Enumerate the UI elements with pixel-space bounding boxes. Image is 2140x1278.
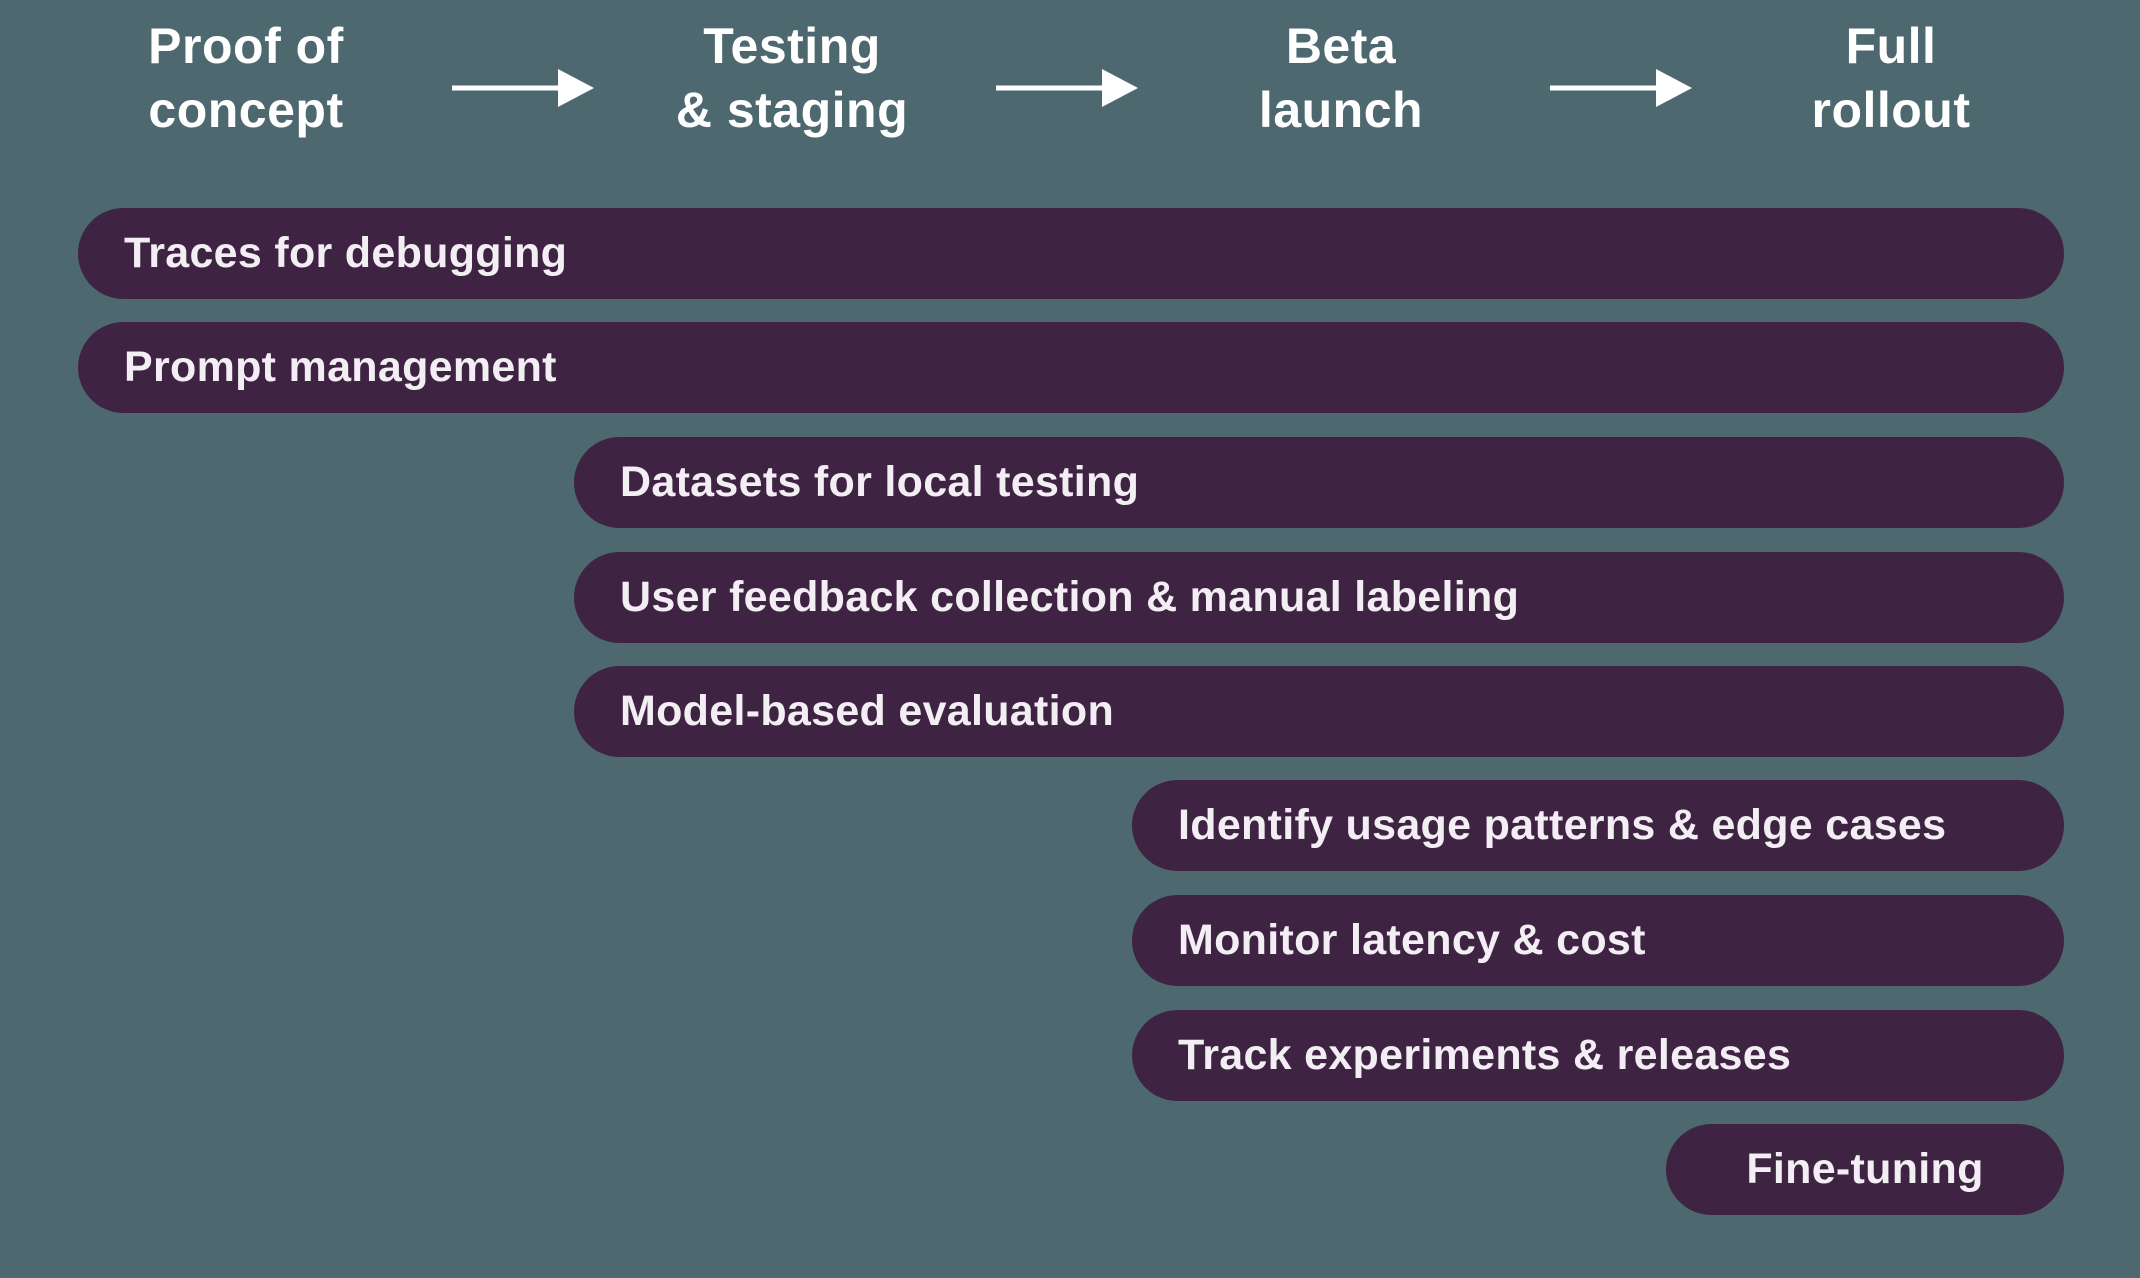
phase-header-full-rollout: Full rollout xyxy=(1811,18,1971,138)
bar-traces-for-debugging: Traces for debugging xyxy=(78,208,2064,299)
bar-datasets-for-local-testing: Datasets for local testing xyxy=(574,437,2064,528)
arrow-icon xyxy=(452,69,594,107)
bar-prompt-management: Prompt management xyxy=(78,322,2064,413)
bar-label: Fine-tuning xyxy=(1746,1145,1984,1193)
bar-label: Prompt management xyxy=(124,343,557,391)
bar-label: User feedback collection & manual labeli… xyxy=(620,573,1520,621)
phase-header-testing-staging: Testing & staging xyxy=(675,18,909,138)
bar-label: Identify usage patterns & edge cases xyxy=(1178,801,1947,849)
bar-track-experiments-releases: Track experiments & releases xyxy=(1132,1010,2064,1101)
bar-label: Model-based evaluation xyxy=(620,687,1115,735)
arrow-icon xyxy=(1550,69,1692,107)
arrow-icon xyxy=(996,69,1138,107)
bar-label: Monitor latency & cost xyxy=(1178,916,1646,964)
bar-label: Datasets for local testing xyxy=(620,458,1140,506)
bar-identify-usage-patterns: Identify usage patterns & edge cases xyxy=(1132,780,2064,871)
phase-header-beta-launch: Beta launch xyxy=(1258,18,1424,138)
bar-monitor-latency-cost: Monitor latency & cost xyxy=(1132,895,2064,986)
bar-fine-tuning: Fine-tuning xyxy=(1666,1124,2064,1215)
bar-user-feedback-collection: User feedback collection & manual labeli… xyxy=(574,552,2064,643)
phase-header-proof-of-concept: Proof of concept xyxy=(148,18,344,138)
bar-label: Traces for debugging xyxy=(124,229,568,277)
bar-label: Track experiments & releases xyxy=(1178,1031,1792,1079)
bar-model-based-evaluation: Model-based evaluation xyxy=(574,666,2064,757)
